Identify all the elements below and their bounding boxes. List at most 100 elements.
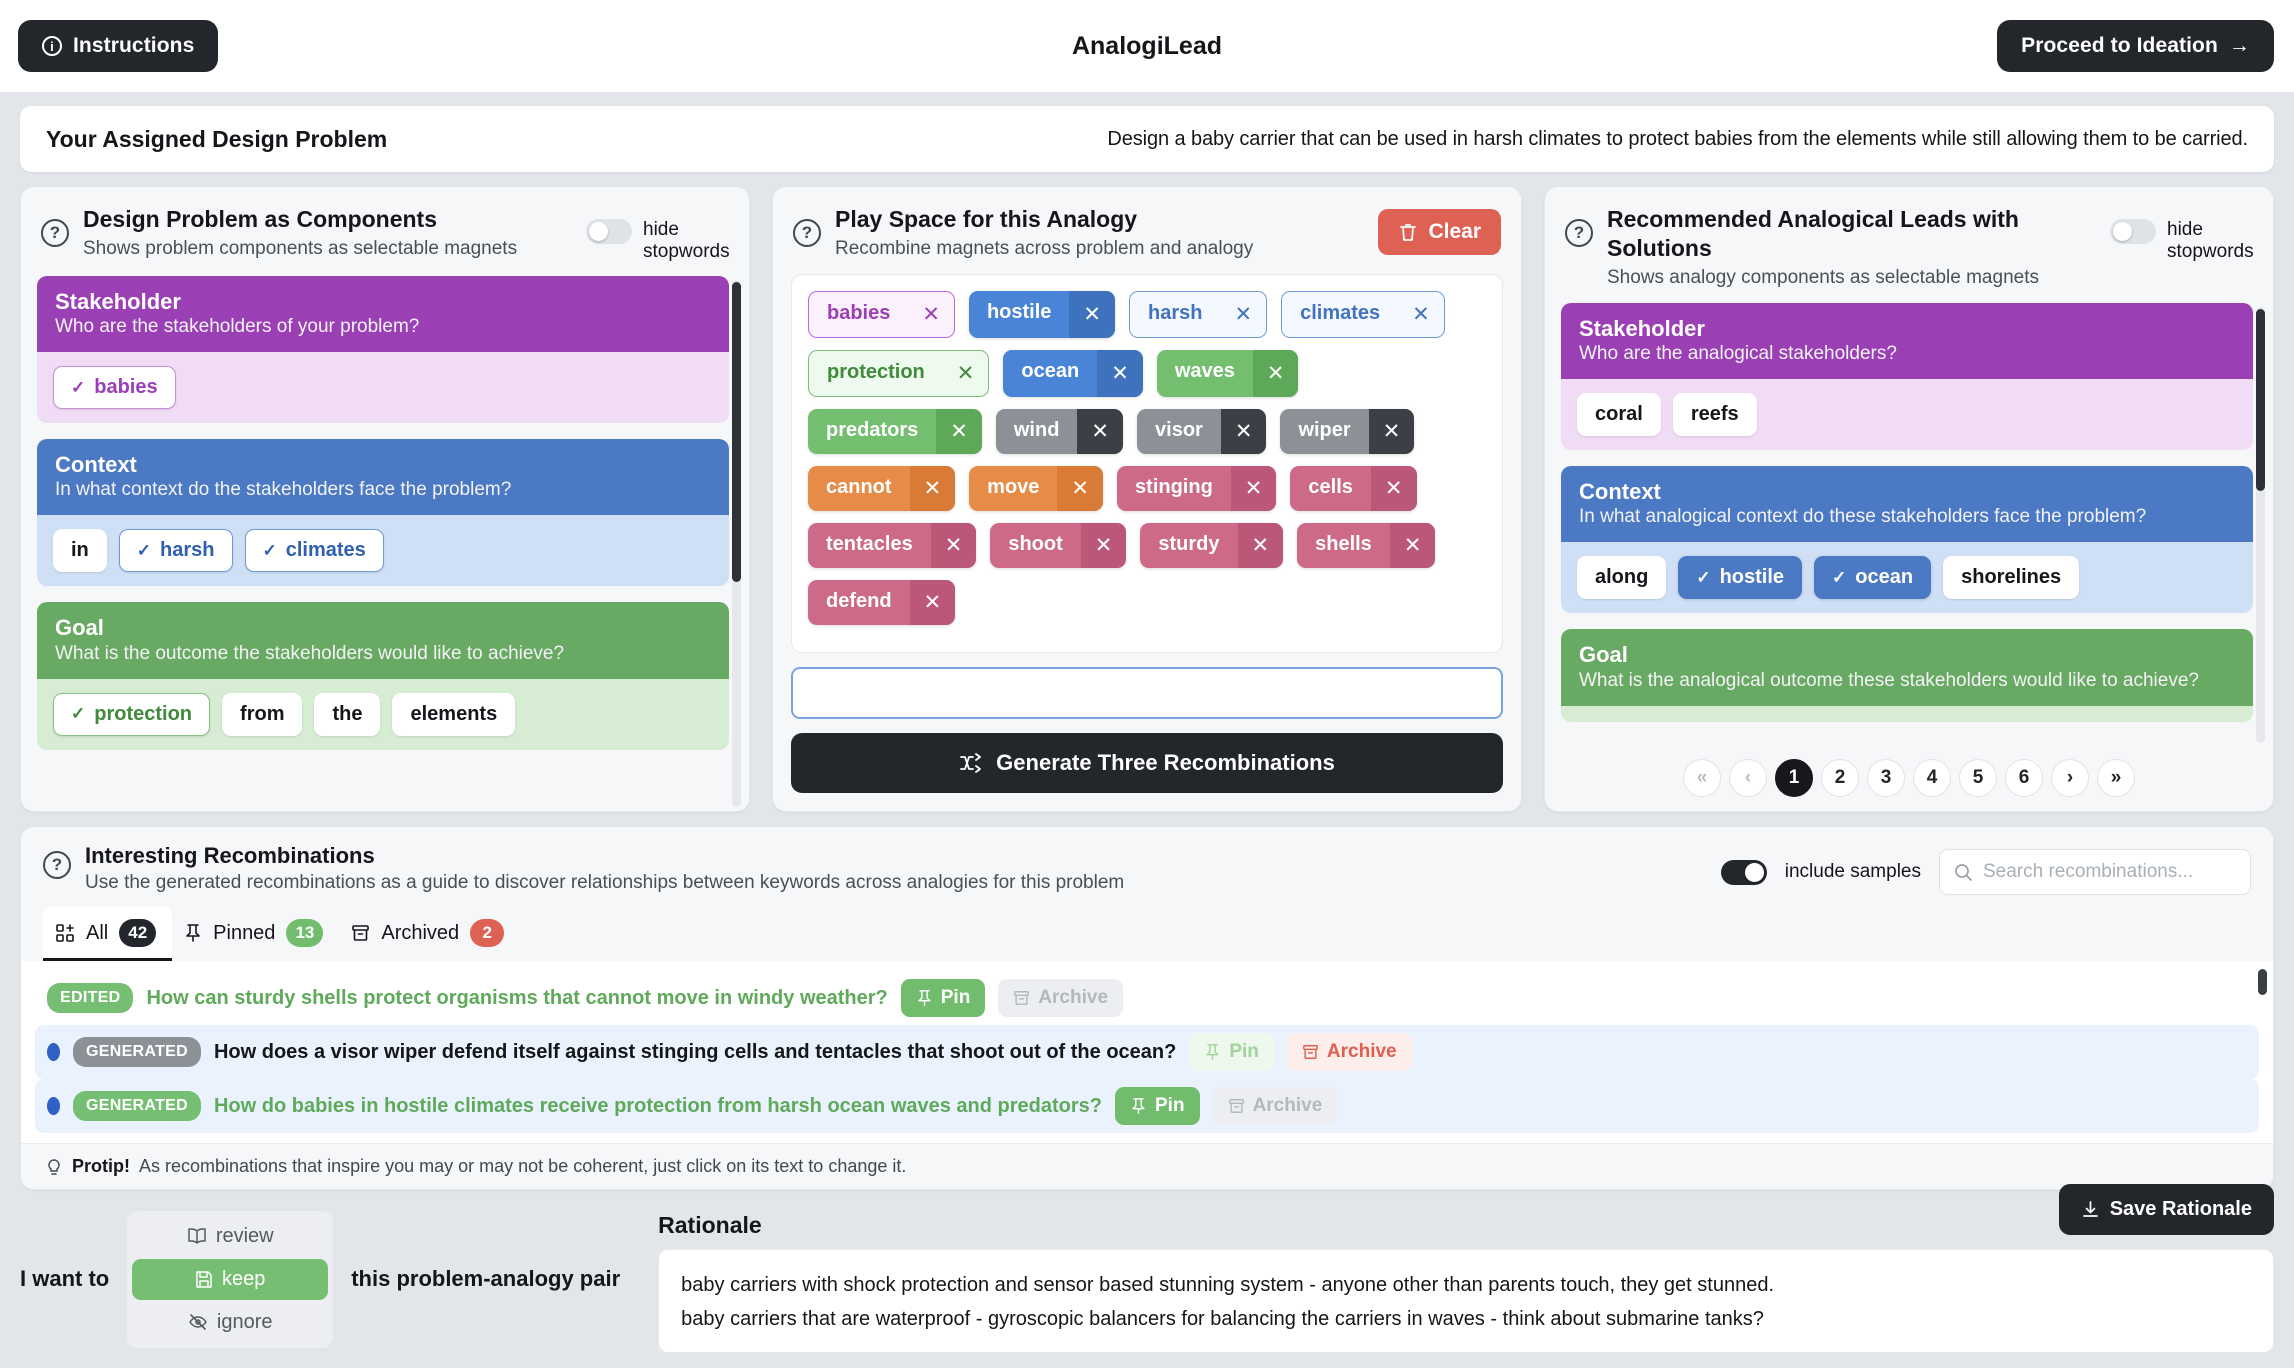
magnet-predators[interactable]: predators✕ <box>808 408 982 454</box>
magnet-wind[interactable]: wind✕ <box>995 408 1124 454</box>
magnet-harsh[interactable]: harsh✕ <box>1129 290 1268 338</box>
archive-button[interactable]: Archive <box>998 979 1124 1017</box>
instructions-button[interactable]: i Instructions <box>18 20 219 72</box>
tab-archived[interactable]: Archived 2 <box>339 907 520 961</box>
tab-all[interactable]: All 42 <box>43 907 173 961</box>
pagination-prev[interactable]: ‹ <box>1729 759 1767 797</box>
rationale-textarea[interactable]: baby carriers with shock protection and … <box>658 1248 2274 1353</box>
magnet-defend[interactable]: defend✕ <box>808 579 956 625</box>
magnet-move[interactable]: move✕ <box>969 465 1104 511</box>
play-space-canvas[interactable]: babies✕ hostile✕ harsh✕ climates✕ protection… <box>791 273 1503 653</box>
magnet-chip-the[interactable]: the <box>314 692 381 736</box>
magnet-tentacles[interactable]: tentacles✕ <box>808 522 977 568</box>
magnet-climates[interactable]: climates✕ <box>1281 290 1445 338</box>
magnet-remove-icon[interactable]: ✕ <box>1057 465 1104 511</box>
include-samples-toggle[interactable] <box>1720 859 1767 885</box>
magnet-remove-icon[interactable]: ✕ <box>1069 290 1116 338</box>
scrollbar-thumb-left[interactable] <box>732 281 741 582</box>
magnet-shoot[interactable]: shoot✕ <box>990 522 1127 568</box>
magnet-chip-babies[interactable]: ✓ babies <box>53 366 176 410</box>
magnet-remove-icon[interactable]: ✕ <box>956 361 975 385</box>
search-recombinations-box[interactable] <box>1939 849 2251 895</box>
pin-button[interactable]: Pin <box>900 979 986 1017</box>
magnet-remove-icon[interactable]: ✕ <box>1220 408 1267 454</box>
magnet-babies[interactable]: babies✕ <box>808 290 955 338</box>
recombination-text[interactable]: How does a visor wiper defend itself aga… <box>213 1040 1177 1063</box>
recombination-input[interactable] <box>791 667 1503 719</box>
magnet-sturdy[interactable]: sturdy✕ <box>1140 522 1284 568</box>
pin-button[interactable]: Pin <box>1115 1087 1200 1125</box>
magnet-chip-elements[interactable]: elements <box>392 692 516 736</box>
option-review[interactable]: review <box>132 1216 328 1257</box>
option-keep[interactable]: keep <box>132 1258 329 1300</box>
hide-stopwords-toggle-left[interactable] <box>586 219 632 244</box>
magnet-waves[interactable]: waves✕ <box>1156 349 1299 397</box>
pagination-last[interactable]: » <box>2097 759 2135 797</box>
magnet-remove-icon[interactable]: ✕ <box>1077 408 1124 454</box>
magnet-shells[interactable]: shells✕ <box>1297 522 1436 568</box>
magnet-chip-harsh[interactable]: ✓ harsh <box>118 529 233 573</box>
recombination-text[interactable]: How do babies in hostile climates receiv… <box>213 1094 1102 1117</box>
pagination-page-1[interactable]: 1 <box>1775 759 1813 797</box>
pagination-first[interactable]: « <box>1683 759 1721 797</box>
magnet-wiper[interactable]: wiper✕ <box>1280 408 1415 454</box>
magnet-remove-icon[interactable]: ✕ <box>1252 349 1299 397</box>
magnet-remove-icon[interactable]: ✕ <box>1370 465 1417 511</box>
recombination-list-scrollbar[interactable] <box>2258 969 2267 995</box>
clear-button[interactable]: Clear <box>1378 209 1501 255</box>
magnet-remove-icon[interactable]: ✕ <box>1389 522 1436 568</box>
hide-stopwords-toggle-right[interactable] <box>2110 219 2156 244</box>
magnet-chip-in[interactable]: in <box>53 529 107 573</box>
magnet-remove-icon[interactable]: ✕ <box>1097 349 1143 397</box>
option-ignore[interactable]: ignore <box>132 1302 328 1343</box>
archive-button[interactable]: Archive <box>1212 1087 1338 1125</box>
magnet-protection[interactable]: protection✕ <box>808 349 990 397</box>
magnet-remove-icon[interactable]: ✕ <box>1412 302 1430 326</box>
magnet-remove-icon[interactable]: ✕ <box>930 522 977 568</box>
magnet-remove-icon[interactable]: ✕ <box>909 579 956 625</box>
magnet-cannot[interactable]: cannot✕ <box>808 465 956 511</box>
generate-recombinations-button[interactable]: Generate Three Recombinations <box>791 733 1503 793</box>
magnet-remove-icon[interactable]: ✕ <box>936 408 982 454</box>
save-rationale-button[interactable]: Save Rationale <box>2058 1184 2274 1235</box>
pagination-page-5[interactable]: 5 <box>1959 759 1997 797</box>
recombination-text[interactable]: How can sturdy shells protect organisms … <box>146 986 888 1009</box>
magnet-chip-along[interactable]: along <box>1577 556 1667 600</box>
magnet-chip-shorelines[interactable]: shorelines <box>1943 556 2080 600</box>
pagination-page-6[interactable]: 6 <box>2005 759 2043 797</box>
magnet-remove-icon[interactable]: ✕ <box>909 465 956 511</box>
magnet-chip-coral[interactable]: coral <box>1577 392 1661 436</box>
pagination-page-4[interactable]: 4 <box>1913 759 1951 797</box>
magnet-chip-hostile[interactable]: ✓ hostile <box>1678 556 1803 600</box>
magnet-remove-icon[interactable]: ✕ <box>1368 408 1415 454</box>
magnet-chip-from[interactable]: from <box>222 692 303 736</box>
magnet-chip-ocean[interactable]: ✓ ocean <box>1814 556 1932 600</box>
scrollbar-thumb-right[interactable] <box>2256 308 2265 491</box>
pin-button[interactable]: Pin <box>1189 1033 1274 1071</box>
help-icon[interactable]: ? <box>43 851 71 879</box>
magnet-hostile[interactable]: hostile✕ <box>968 290 1116 338</box>
pagination-page-2[interactable]: 2 <box>1821 759 1859 797</box>
help-icon[interactable]: ? <box>793 219 821 247</box>
magnet-remove-icon[interactable]: ✕ <box>1234 302 1253 326</box>
search-input[interactable] <box>1983 861 2236 883</box>
help-icon[interactable]: ? <box>41 219 69 247</box>
magnet-remove-icon[interactable]: ✕ <box>1237 522 1284 568</box>
pagination-page-3[interactable]: 3 <box>1867 759 1905 797</box>
archive-button[interactable]: Archive <box>1286 1033 1412 1071</box>
magnet-cells[interactable]: cells✕ <box>1290 465 1417 511</box>
magnet-visor[interactable]: visor✕ <box>1137 408 1267 454</box>
proceed-to-ideation-button[interactable]: Proceed to Ideation → <box>1997 20 2274 72</box>
magnet-chip-climates[interactable]: ✓ climates <box>244 529 384 573</box>
magnet-chip-reefs[interactable]: reefs <box>1672 392 1757 436</box>
magnet-stinging[interactable]: stinging✕ <box>1117 465 1277 511</box>
magnet-chip-protection[interactable]: ✓ protection <box>53 692 211 736</box>
tab-pinned[interactable]: Pinned 13 <box>172 907 339 961</box>
magnet-remove-icon[interactable]: ✕ <box>1080 522 1127 568</box>
help-icon[interactable]: ? <box>1565 219 1593 247</box>
pagination-next[interactable]: › <box>2051 759 2089 797</box>
magnet-remove-icon[interactable]: ✕ <box>1230 465 1277 511</box>
